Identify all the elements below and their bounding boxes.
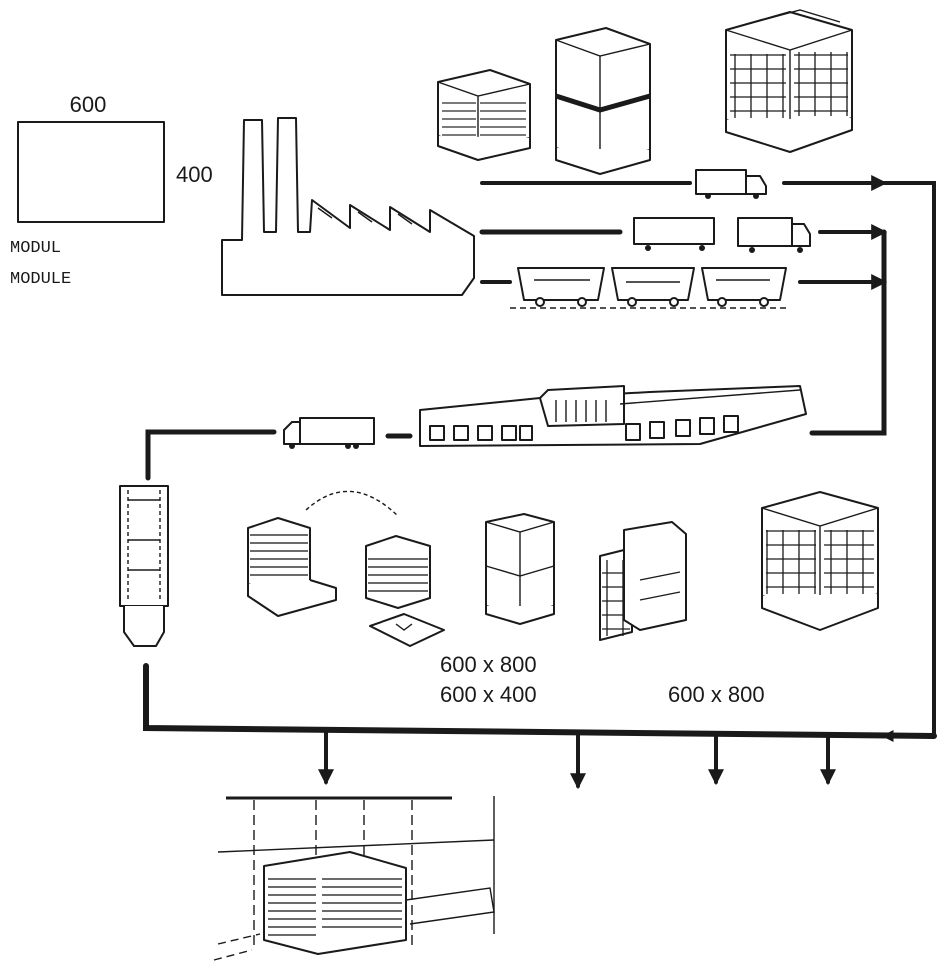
pallet-boxed-icon — [556, 28, 650, 174]
module-height-label: 400 — [176, 162, 213, 187]
retail-shelf-icon — [214, 796, 494, 960]
pallet-cartons-icon — [726, 10, 852, 152]
module-width-label: 600 — [70, 92, 107, 117]
size-label-600x800: 600 x 800 — [668, 682, 765, 707]
module-caption-line2: MODULE — [10, 270, 71, 289]
small-truck-icon — [696, 170, 766, 199]
distribution-center-icon — [420, 386, 806, 446]
pallet-cartons-large-icon — [762, 492, 878, 630]
shelf-tower-icon — [120, 486, 168, 646]
pallet-split-icon — [248, 491, 444, 646]
delivery-truck-icon — [284, 418, 374, 449]
half-pallet-box-icon — [486, 514, 554, 624]
roll-container-icon — [600, 522, 686, 640]
module-rectangle — [18, 122, 164, 222]
factory-icon — [222, 118, 474, 295]
flow-lines-upper — [482, 183, 934, 735]
pallet-stack-wrapped-icon — [438, 70, 530, 160]
truck-trailer-icon — [634, 218, 810, 253]
size-label-600x400: 600 x 400 — [440, 682, 537, 707]
module-caption-line1: MODUL — [10, 239, 61, 258]
module-diagram: 600 400 MODUL MODULE — [10, 92, 213, 289]
rail-wagons-icon — [510, 268, 790, 308]
size-label-600x800-combo: 600 x 800 — [440, 652, 537, 677]
flow-lines-lower — [146, 666, 934, 786]
